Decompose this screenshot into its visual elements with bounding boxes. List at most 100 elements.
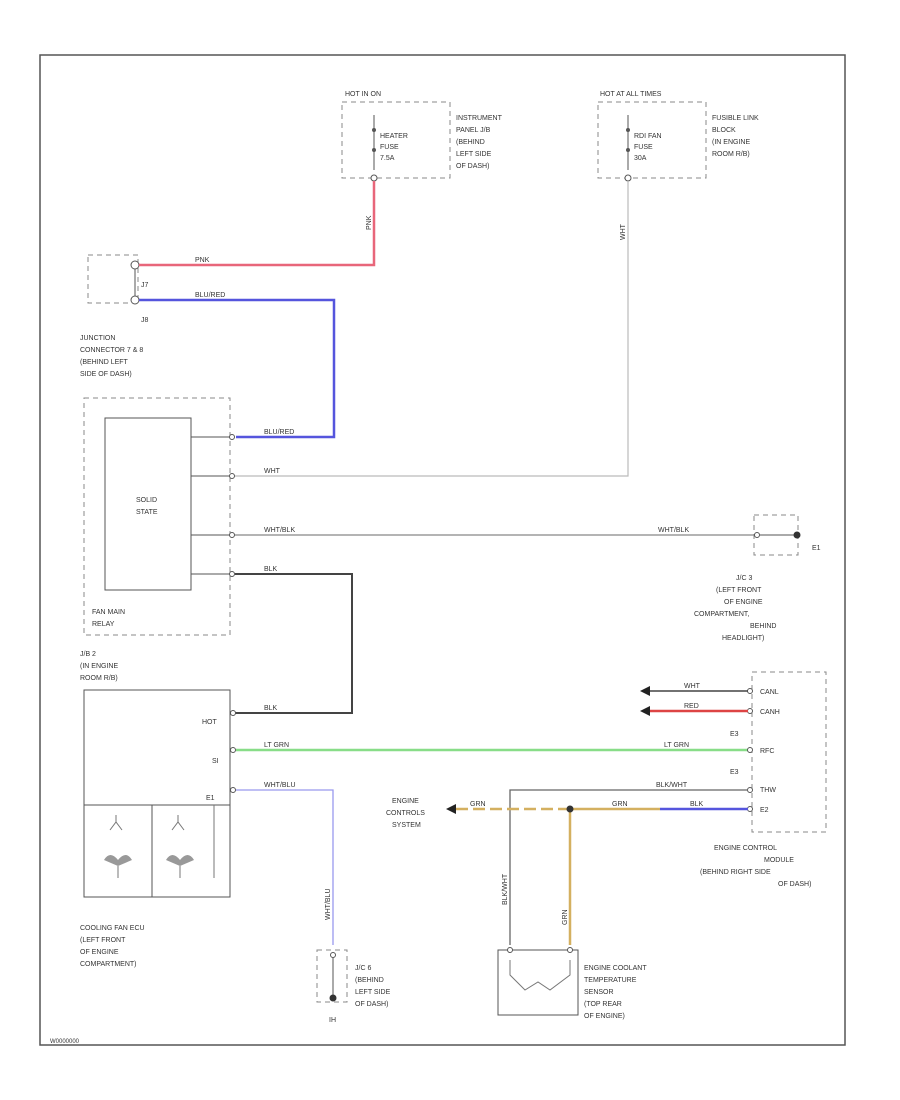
fan-main-relay-line-1: FAN MAIN [92, 609, 125, 616]
wire-wht-blk-label-1: WHT/BLK [264, 527, 295, 534]
wire-blk-wht-label-2: BLK/WHT [502, 873, 509, 905]
engine-controls-arrow-icon [446, 804, 456, 814]
wire-wht-label-v: WHT [620, 223, 627, 240]
wire-grn-label-1: GRN [470, 801, 486, 808]
wire-canh: RED [640, 703, 748, 716]
coolant-sensor-line-2: TEMPERATURE [584, 977, 637, 984]
heater-fuse-label-2: FUSE [380, 144, 399, 151]
solid-state-line-1: SOLID [136, 497, 157, 504]
jb2-line-1: J/B 2 [80, 651, 96, 658]
ecm-line-3: (BEHIND RIGHT SIDE [700, 869, 771, 876]
fusible-link-block-terminal [624, 174, 632, 182]
jb2-line-3: ROOM R/B) [80, 675, 118, 682]
ecm-pin-e3-b: E3 [730, 769, 739, 776]
junction-connector-box [87, 254, 139, 304]
jc3-line-5: BEHIND [750, 623, 776, 630]
wire-wht-blu-label-2: WHT/BLU [325, 889, 332, 921]
wire-lt-grn-label-2: LT GRN [664, 742, 689, 749]
coolant-sensor-line-5: OF ENGINE) [584, 1013, 625, 1020]
junction-j7-label: J7 [141, 282, 149, 289]
wire-wht-blu-path [236, 789, 334, 945]
fusible-link-block-line-2: BLOCK [712, 127, 736, 134]
jc6-line-4: OF DASH) [355, 1001, 388, 1008]
fan-main-relay-box [83, 397, 231, 636]
radfan-fuse-label-2: FUSE [634, 144, 653, 151]
fan-main-relay-line-2: RELAY [92, 621, 115, 628]
relay-pin-1 [229, 434, 235, 440]
jc6-line-3: LEFT SIDE [355, 989, 391, 996]
cooling-fan-ecu-line-3: OF ENGINE [80, 949, 119, 956]
wire-lt-grn: LT GRN LT GRN [236, 742, 748, 752]
cooling-fan-ecu: J/B 2 (IN ENGINE ROOM R/B) HOT SI E1 COO… [80, 651, 236, 968]
junction-connector-line-2: CONNECTOR 7 & 8 [80, 347, 143, 354]
wire-grn-label-v: GRN [562, 909, 569, 925]
ecu-hot-terminal [230, 710, 236, 716]
fusible-link-block-line-1: FUSIBLE LINK [712, 115, 759, 122]
diagram-code: W0000000 [50, 1039, 80, 1045]
ecm-line-2: MODULE [764, 857, 794, 864]
wire-wht-blu: WHT/BLU WHT/BLU [236, 782, 334, 945]
fan-motor-left-icon [109, 815, 123, 831]
diagram-frame [39, 54, 846, 1046]
wire-pnk-label-v: PNK [366, 215, 373, 230]
ground-e1-label: E1 [812, 545, 821, 552]
jc6-connector: IH J/C 6 (BEHIND LEFT SIDE OF DASH) [316, 949, 391, 1024]
coolant-sensor-terminal-2 [567, 947, 573, 953]
wire-pnk: PNK PNK [139, 181, 376, 267]
junction-connector-line-3: (BEHIND LEFT [80, 359, 129, 366]
wire-grn: GRN GRN GRN BLK ENGINE CONTROLS SYSTEM [386, 798, 748, 945]
relay-pin-3 [229, 532, 235, 538]
ecm-pin-rfc: RFC [760, 748, 774, 755]
fusible-link-block-box [597, 101, 707, 179]
hot-in-on-label: HOT IN ON [345, 91, 381, 98]
wire-canh-arrow-icon [640, 706, 650, 716]
jc6-box [316, 949, 348, 1003]
wire-grn-label-2: GRN [612, 801, 628, 808]
jc3-line-6: HEADLIGHT) [722, 635, 764, 642]
ground-ih-dot [329, 994, 337, 1002]
wire-canl: WHT [640, 683, 748, 696]
wire-blk-wht-path [509, 789, 748, 945]
junction-j7-terminal [130, 260, 140, 270]
coolant-sensor-box [497, 949, 579, 1016]
fan-main-relay: SOLID STATE FAN MAIN RELAY [83, 397, 235, 636]
jc3-line-2: (LEFT FRONT [716, 587, 762, 594]
ecu-e1-terminal [230, 787, 236, 793]
ecm-canl-terminal [747, 688, 753, 694]
radfan-fuse-bottom-dot [626, 148, 630, 152]
ecm-pin-e3-a: E3 [730, 731, 739, 738]
ecm-rfc-terminal [747, 747, 753, 753]
fusible-link-block: HOT AT ALL TIMES RDI FAN FUSE 30A FUSIBL… [597, 91, 759, 182]
engine-controls-line-2: CONTROLS [386, 810, 425, 817]
ecm-thw-terminal [747, 787, 753, 793]
engine-controls-line-1: ENGINE [392, 798, 419, 805]
solid-state-line-2: STATE [136, 509, 158, 516]
wire-blk-wht-label-1: BLK/WHT [656, 782, 688, 789]
instrument-panel-jb-line-4: LEFT SIDE [456, 151, 492, 158]
ecu-pin-e1: E1 [206, 795, 215, 802]
ecu-si-terminal [230, 747, 236, 753]
wire-blu-red-label-1: BLU/RED [195, 292, 225, 299]
fusible-link-block-line-4: ROOM R/B) [712, 151, 750, 158]
radfan-fuse-amp: 30A [634, 155, 647, 162]
fusible-link-block-line-3: (IN ENGINE [712, 139, 750, 146]
radfan-fuse-top-dot [626, 128, 630, 132]
jc3-line-3: OF ENGINE [724, 599, 763, 606]
ecu-pin-si: SI [212, 758, 219, 765]
wire-canl-arrow-icon [640, 686, 650, 696]
instrument-panel-jb-line-3: (BEHIND [456, 139, 485, 146]
wire-blk-path [235, 573, 353, 714]
instrument-panel-jb-box [341, 101, 451, 179]
fan-motor-right-blades-icon [166, 855, 194, 866]
ecm-pin-e2: E2 [760, 807, 769, 814]
jc3-connector: E1 J/C 3 (LEFT FRONT OF ENGINE COMPARTME… [694, 514, 821, 642]
wire-wht-blu-label-1: WHT/BLU [264, 782, 296, 789]
junction-connector-line-1: JUNCTION [80, 335, 115, 342]
wire-canh-label: RED [684, 703, 699, 710]
fan-motor-right-icon [171, 815, 185, 831]
wire-pnk-path [139, 181, 376, 267]
heater-fuse-amp: 7.5A [380, 155, 395, 162]
coolant-sensor-line-1: ENGINE COOLANT [584, 965, 647, 972]
cooling-fan-ecu-box [83, 689, 231, 898]
